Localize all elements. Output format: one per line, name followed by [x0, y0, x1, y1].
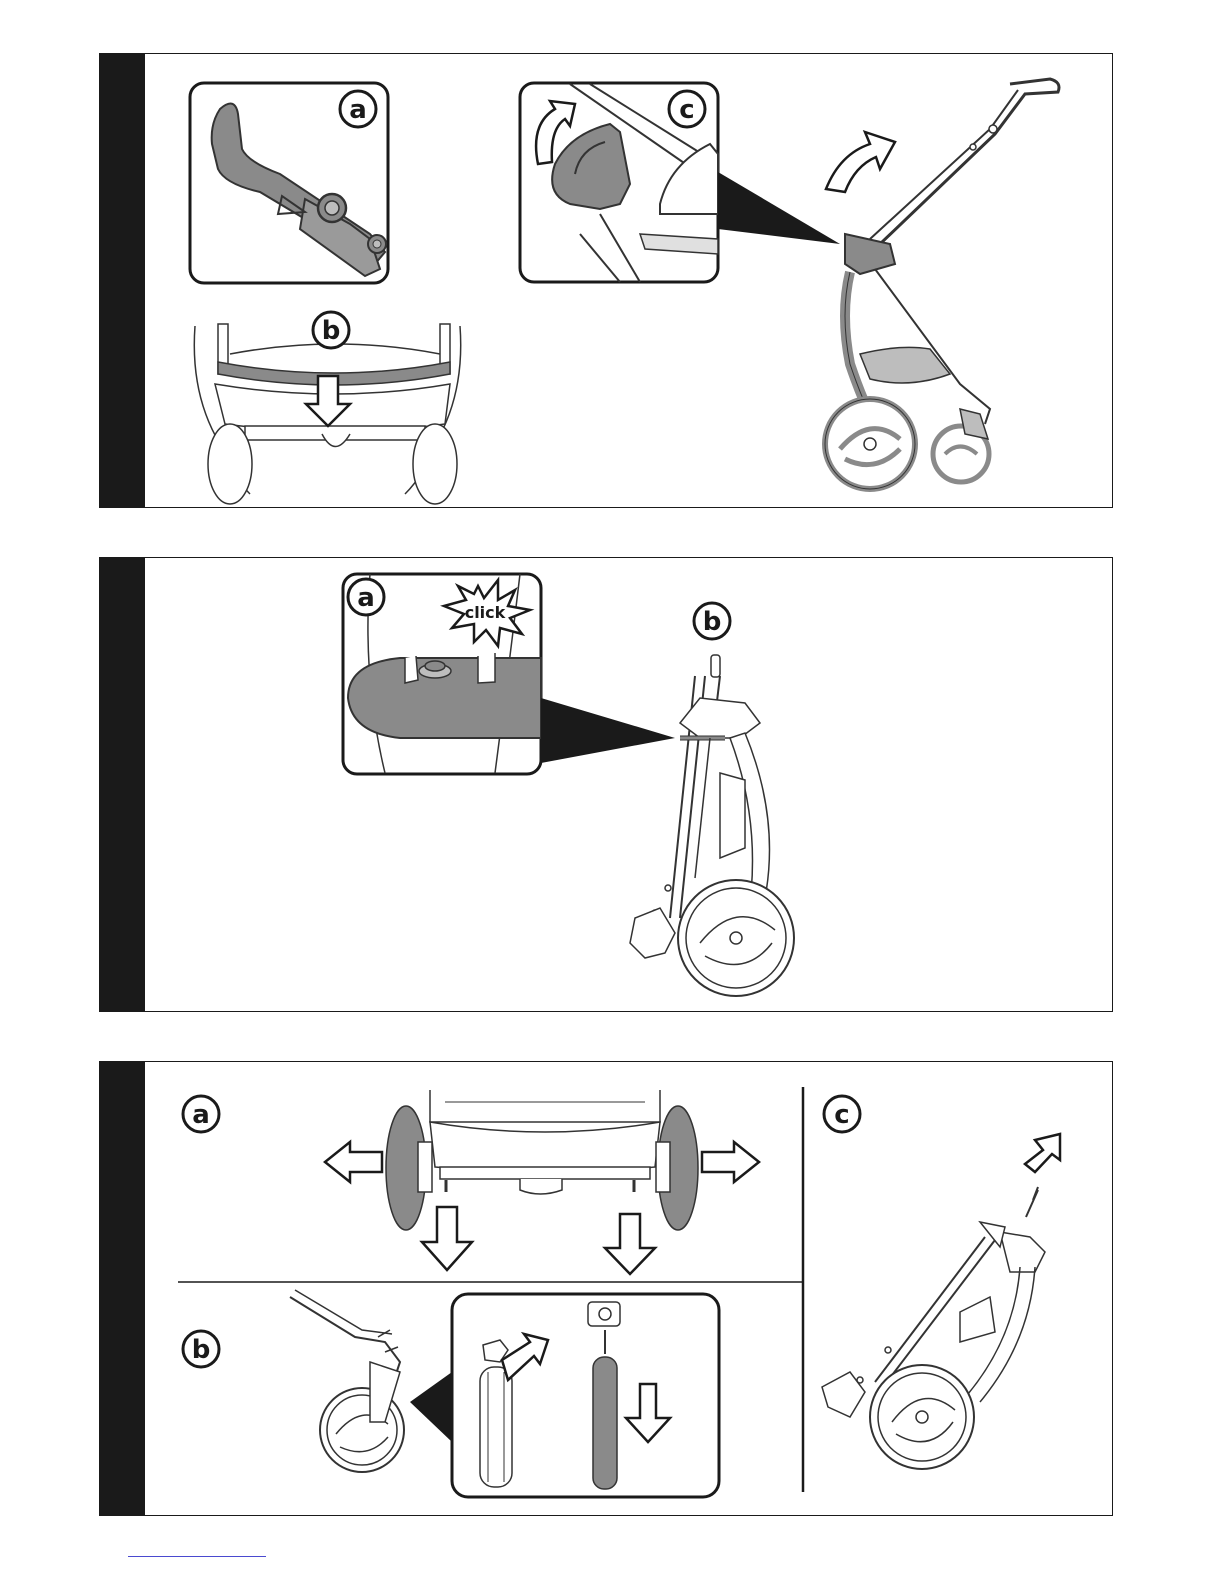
- inset-c-lever-release: c: [520, 83, 840, 282]
- inset-c-label: c: [679, 95, 694, 125]
- lift-arrow-icon: [1025, 1134, 1060, 1172]
- folded-stroller-b-label: b: [703, 607, 722, 637]
- section-b-label: b: [192, 1335, 211, 1365]
- section-a-rear-wheels: a: [183, 1090, 759, 1274]
- front-view-b: b: [194, 312, 460, 504]
- inset-a-label: a: [349, 95, 367, 125]
- arrow-left-icon: [325, 1142, 382, 1182]
- step-1-illustration: a c: [100, 54, 1114, 509]
- folded-stroller-b: b: [630, 603, 794, 996]
- inset-a-handlebar-hinge: a: [190, 83, 388, 283]
- step-2-illustration: a click b: [100, 558, 1114, 1013]
- click-text: click: [465, 603, 506, 622]
- section-c-lift-folded: c: [822, 1096, 1060, 1469]
- arrow-down-icon: [605, 1214, 655, 1274]
- step-panel-2: a click b: [99, 557, 1113, 1012]
- section-a-label: a: [192, 1100, 210, 1130]
- stroller-side-view: [825, 79, 1059, 489]
- arrow-down-icon: [422, 1207, 472, 1270]
- section-b-front-wheel: b: [183, 1290, 719, 1497]
- step-panel-1: a c: [99, 53, 1113, 508]
- front-view-b-label: b: [322, 316, 341, 346]
- arrow-right-icon: [702, 1142, 759, 1182]
- footer-link-underline: [128, 1556, 266, 1557]
- step-3-illustration: a b: [100, 1062, 1114, 1517]
- step-panel-3: a b: [99, 1061, 1113, 1516]
- inset-a-fold-lock: a click: [343, 574, 675, 774]
- unfold-arrow-icon: [826, 132, 895, 192]
- section-c-label: c: [834, 1100, 849, 1130]
- inset-a-label: a: [357, 583, 375, 613]
